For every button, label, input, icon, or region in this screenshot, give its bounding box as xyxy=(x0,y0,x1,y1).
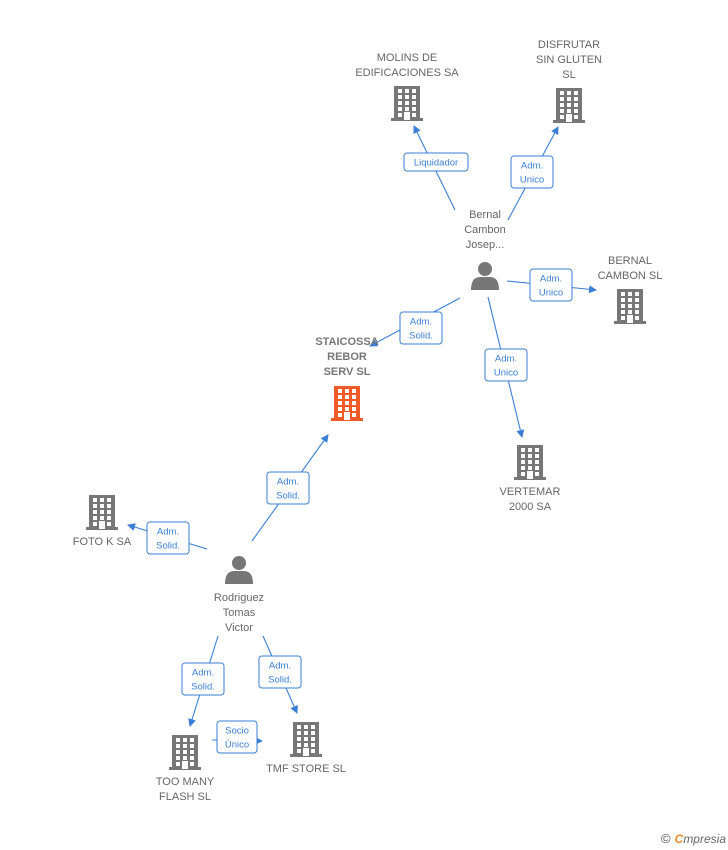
node-fotok[interactable]: FOTO K SA xyxy=(73,495,132,548)
role-badge-label: Unico xyxy=(520,175,544,186)
role-badge-label: Adm. xyxy=(495,354,517,365)
brand-initial: C xyxy=(674,832,684,846)
relation-edge-e3: Adm. Unico xyxy=(506,268,597,302)
building-icon xyxy=(169,735,201,770)
node-bernal-sl[interactable]: BERNAL CAMBON SL xyxy=(598,255,663,324)
node-disfrutar[interactable]: DISFRUTAR SIN GLUTEN SL xyxy=(536,39,602,123)
brand-name: mpresia xyxy=(683,832,726,846)
node-label: Rodriguez xyxy=(214,592,264,604)
node-label: 2000 SA xyxy=(509,501,552,513)
node-label: REBOR xyxy=(327,351,367,363)
node-label: CAMBON SL xyxy=(598,270,663,282)
role-badge-label: Unico xyxy=(494,368,518,379)
node-molins[interactable]: MOLINS DE EDIFICACIONES SA xyxy=(355,52,459,121)
building-icon xyxy=(86,495,118,530)
role-badge[interactable] xyxy=(399,311,443,345)
node-label: BERNAL xyxy=(608,255,652,267)
relation-edge-e6: Adm. Solid. xyxy=(251,434,329,542)
node-label: Cambon xyxy=(464,224,506,236)
role-badge[interactable] xyxy=(216,720,258,754)
relation-edge-e1: Liquidador xyxy=(403,125,469,211)
node-label: FLASH SL xyxy=(159,791,211,803)
node-label: Josep... xyxy=(466,239,505,251)
node-label: SERV SL xyxy=(324,366,371,378)
node-label: FOTO K SA xyxy=(73,536,132,548)
person-icon xyxy=(471,262,499,290)
node-label: VERTEMAR xyxy=(500,486,561,498)
node-staicossa[interactable]: STAICOSSA REBOR SERV SL xyxy=(315,336,379,421)
person-icon xyxy=(225,556,253,584)
role-badge[interactable] xyxy=(484,348,528,382)
node-bernal-p[interactable]: BernalCambonJosep... xyxy=(464,209,506,290)
building-icon xyxy=(553,88,585,123)
node-label: EDIFICACIONES SA xyxy=(355,67,459,79)
relation-edge-e5: Adm. Unico xyxy=(484,296,528,438)
relation-edge-e4: Adm. Solid. xyxy=(369,297,461,347)
building-icon xyxy=(614,289,646,324)
role-badge-label: Solid. xyxy=(276,491,300,502)
relation-edge-e2: Adm. Unico xyxy=(507,126,559,221)
role-badge-label: Adm. xyxy=(157,527,179,538)
building-icon xyxy=(391,86,423,121)
role-badge-label: Adm. xyxy=(277,477,299,488)
building-icon xyxy=(290,722,322,757)
nodes-layer: MOLINS DE EDIFICACIONES SA DISFRUTAR SIN GL… xyxy=(73,39,663,803)
role-badge[interactable] xyxy=(266,471,310,505)
role-badge-label: Único xyxy=(225,740,249,751)
node-label: DISFRUTAR xyxy=(538,39,600,51)
node-label: MOLINS DE xyxy=(377,52,438,64)
copyright-symbol: © xyxy=(661,831,671,846)
role-badge[interactable] xyxy=(258,655,302,689)
node-label: SIN GLUTEN xyxy=(536,54,602,66)
node-label: SL xyxy=(562,69,575,81)
relation-edge-e7: Adm. Solid. xyxy=(127,521,208,555)
role-badge[interactable] xyxy=(529,268,573,302)
node-label: TOO MANY xyxy=(156,776,215,788)
building-icon xyxy=(331,386,363,421)
node-label: TMF STORE SL xyxy=(266,763,346,775)
role-badge-label: Adm. xyxy=(521,161,543,172)
role-badge[interactable] xyxy=(403,152,469,172)
node-tmf[interactable]: TMF STORE SL xyxy=(266,722,346,775)
role-badge-label: Solid. xyxy=(268,675,292,686)
relation-edge-e9: Adm. Solid. xyxy=(258,635,302,714)
role-badge-label: Solid. xyxy=(409,331,433,342)
node-label: Victor xyxy=(225,622,253,634)
node-toomany[interactable]: TOO MANY FLASH SL xyxy=(156,735,215,803)
role-badge-label: Adm. xyxy=(269,661,291,672)
node-label: STAICOSSA xyxy=(315,336,378,348)
role-badge-label: Socio xyxy=(225,726,249,737)
node-vertemar[interactable]: VERTEMAR 2000 SA xyxy=(500,445,561,513)
empresia-watermark: ©Cmpresia xyxy=(661,831,726,846)
role-badge-label: Adm. xyxy=(540,274,562,285)
role-badge-label: Adm. xyxy=(410,317,432,328)
role-badge-label: Liquidador xyxy=(414,158,458,169)
role-badge-label: Unico xyxy=(539,288,563,299)
role-badge[interactable] xyxy=(146,521,190,555)
role-badge[interactable] xyxy=(181,662,225,696)
node-label: Tomas xyxy=(223,607,256,619)
role-badge-label: Adm. xyxy=(192,668,214,679)
node-label: Bernal xyxy=(469,209,501,221)
role-badge-label: Solid. xyxy=(191,682,215,693)
building-icon xyxy=(514,445,546,480)
role-badge-label: Solid. xyxy=(156,541,180,552)
relation-edge-e8: Adm. Solid. xyxy=(181,635,225,727)
role-badge[interactable] xyxy=(510,155,554,189)
